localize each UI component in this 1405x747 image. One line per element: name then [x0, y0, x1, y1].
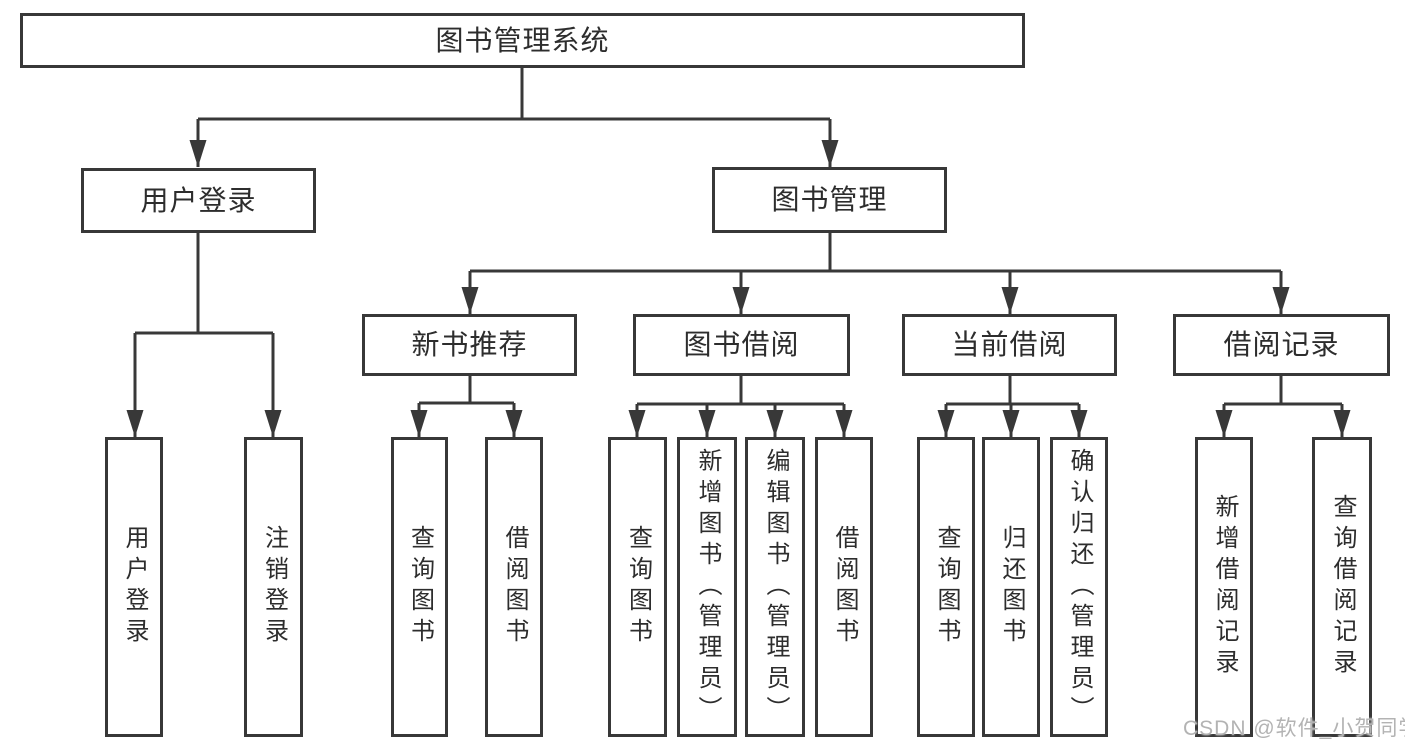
leaf-query-books-recommend: 查询图书: [391, 437, 448, 737]
node-new-book-recommend: 新书推荐: [362, 314, 577, 376]
leaf-add-books-admin: 新增图书（管理员）: [677, 437, 737, 737]
arrowhead-icons: [126, 140, 1351, 437]
csdn-watermark: CSDN @软件_小贺同学: [1183, 717, 1405, 740]
node-label: 图书管理: [771, 184, 888, 215]
leaf-label: 查询借阅记录: [1329, 494, 1356, 680]
leaf-confirm-return-admin: 确认归还（管理员）: [1050, 437, 1108, 737]
node-book-management: 图书管理: [712, 167, 947, 233]
leaf-label: 查询图书: [406, 525, 434, 649]
leaf-user-login: 用户登录: [105, 437, 163, 737]
node-library-management-system: 图书管理系统: [20, 13, 1025, 68]
leaf-label: 新增借阅记录: [1211, 494, 1238, 680]
leaf-label: 用户登录: [121, 525, 148, 649]
leaf-label: 确认归还（管理员）: [1066, 447, 1093, 727]
leaf-label: 借阅图书: [501, 525, 528, 649]
node-label: 用户登录: [140, 184, 257, 216]
leaf-logout: 注销登录: [244, 437, 303, 737]
leaf-edit-books-admin: 编辑图书（管理员）: [745, 437, 805, 737]
node-current-borrowing: 当前借阅: [902, 314, 1117, 376]
leaf-query-books-borrow: 查询图书: [608, 437, 667, 737]
leaf-add-borrow-record: 新增借阅记录: [1195, 437, 1253, 737]
node-label: 图书借阅: [683, 329, 800, 360]
node-label: 借阅记录: [1223, 329, 1340, 360]
leaf-label: 新增图书（管理员）: [694, 447, 721, 727]
leaf-label: 查询图书: [933, 525, 960, 649]
leaf-query-books-current: 查询图书: [917, 437, 975, 737]
node-borrowing-records: 借阅记录: [1173, 314, 1390, 376]
leaf-borrow-books: 借阅图书: [815, 437, 873, 737]
node-label: 当前借阅: [951, 329, 1068, 360]
node-book-borrowing: 图书借阅: [633, 314, 850, 376]
leaf-return-books: 归还图书: [982, 437, 1040, 737]
leaf-label: 归还图书: [998, 525, 1025, 649]
node-user-login: 用户登录: [81, 168, 316, 233]
node-label: 新书推荐: [411, 329, 528, 360]
leaf-query-borrow-record: 查询借阅记录: [1312, 437, 1372, 737]
leaf-label: 查询图书: [624, 525, 652, 649]
leaf-label: 注销登录: [260, 525, 288, 649]
node-label: 图书管理系统: [435, 24, 610, 56]
leaf-label: 编辑图书（管理员）: [762, 447, 789, 727]
leaf-borrow-books-recommend: 借阅图书: [485, 437, 543, 737]
leaf-label: 借阅图书: [831, 525, 858, 649]
